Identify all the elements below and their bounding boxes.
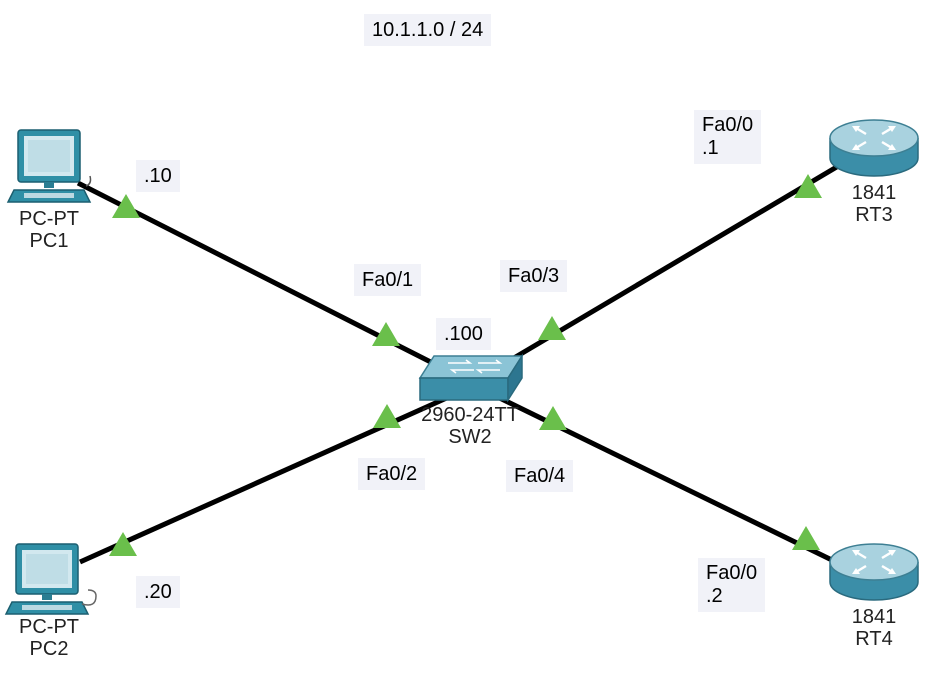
link-pc2-sw2[interactable] [78,389,462,565]
link-up-indicator [372,322,400,346]
link-rt4-sw2[interactable] [473,383,840,566]
sw2-name: SW2 [448,426,492,448]
rt3-router-icon[interactable] [826,114,922,178]
rt3-label: 1841 RT3 [832,182,916,226]
pc1-name: PC1 [29,230,69,252]
pc2-model: PC-PT [19,616,79,638]
rt4-router-icon[interactable] [826,538,922,602]
rt4-name: RT4 [855,628,893,650]
rt3-if-label: Fa0/0 [702,114,754,136]
rt3-interface-note[interactable]: Fa0/0 .1 [694,110,762,164]
link-pc1-sw2[interactable] [76,180,480,389]
sw2-label: 2960-24TT SW2 [400,404,540,448]
link-rt3-sw2[interactable] [468,162,842,387]
link-up-indicator [792,526,820,550]
sw-fa01-note[interactable]: Fa0/1 [354,264,422,296]
sw2-model: 2960-24TT [421,404,519,426]
pc2-computer-icon[interactable] [4,540,100,622]
sw-fa02-note[interactable]: Fa0/2 [358,458,426,490]
link-up-indicator [539,406,567,430]
rt4-model: 1841 [851,606,897,628]
pc1-computer-icon[interactable] [4,128,94,210]
sw-fa03-note[interactable]: Fa0/3 [500,260,568,292]
subnet-note[interactable]: 10.1.1.0 / 24 [364,14,492,46]
link-up-indicator [794,174,822,198]
pc2-name: PC2 [29,638,69,660]
sw2-switch-icon[interactable] [418,350,524,406]
rt4-if-label: Fa0/0 [706,562,758,584]
rt4-interface-note[interactable]: Fa0/0 .2 [698,558,766,612]
rt3-model: 1841 [851,182,897,204]
link-up-indicator [109,532,137,556]
rt3-ip-label: .1 [702,137,719,159]
link-up-indicator [373,404,401,428]
pc1-model: PC-PT [19,208,79,230]
pc1-ip-note[interactable]: .10 [136,160,180,192]
link-up-indicator [112,194,140,218]
rt4-label: 1841 RT4 [832,606,916,650]
pc1-label: PC-PT PC1 [4,208,94,252]
rt4-ip-label: .2 [706,585,723,607]
pc2-label: PC-PT PC2 [4,616,94,660]
link-up-indicator [538,316,566,340]
sw-fa04-note[interactable]: Fa0/4 [506,460,574,492]
sw2-ip-note[interactable]: .100 [436,318,491,350]
pc2-ip-note[interactable]: .20 [136,576,180,608]
rt3-name: RT3 [855,204,893,226]
